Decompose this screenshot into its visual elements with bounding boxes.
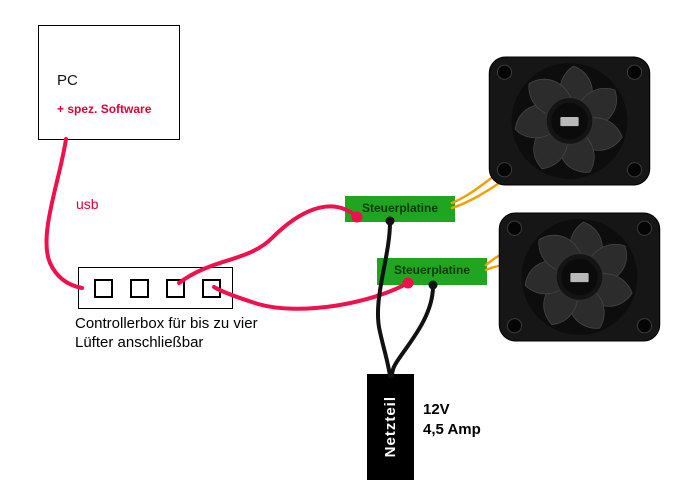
usb-label: usb xyxy=(76,196,99,212)
controller-port-4 xyxy=(202,278,221,298)
controller-caption-line2: Lüfter anschließbar xyxy=(75,334,204,351)
wire-board2-to-fan2-a xyxy=(484,249,509,267)
controller-caption: Controllerbox für bis zu vier Lüfter ans… xyxy=(75,314,258,352)
controller-box xyxy=(78,267,233,309)
pc-software-note: + spez. Software xyxy=(57,102,152,116)
wire-board1-to-fan1-a xyxy=(450,174,496,205)
wire-board2-to-fan2-b xyxy=(484,261,513,272)
wire-controller-to-board2 xyxy=(212,281,410,311)
wire-usb xyxy=(44,137,84,290)
control-board-2: Steuerplatine xyxy=(377,258,487,285)
control-board-1: Steuerplatine xyxy=(345,196,455,222)
power-supply-voltage: 12V xyxy=(423,401,450,418)
wire-board1-to-psu xyxy=(375,220,392,378)
controller-port-3 xyxy=(166,278,185,298)
wire-board2-to-psu xyxy=(390,284,435,378)
controller-caption-line1: Controllerbox für bis zu vier xyxy=(75,315,258,332)
controller-port-1 xyxy=(94,278,113,298)
power-supply-box: Netzteil xyxy=(367,374,414,480)
power-supply-label: Netzteil xyxy=(382,396,399,458)
pc-box: PC + spez. Software xyxy=(38,25,180,140)
pc-title: PC xyxy=(57,72,78,89)
power-supply-spec: 12V 4,5 Amp xyxy=(423,400,481,440)
power-supply-amperage: 4,5 Amp xyxy=(423,421,481,438)
fan-bottom-image xyxy=(498,212,661,342)
fan-top-image xyxy=(488,56,651,186)
controller-port-2 xyxy=(130,278,149,298)
wire-board1-to-fan1-b xyxy=(450,178,506,210)
